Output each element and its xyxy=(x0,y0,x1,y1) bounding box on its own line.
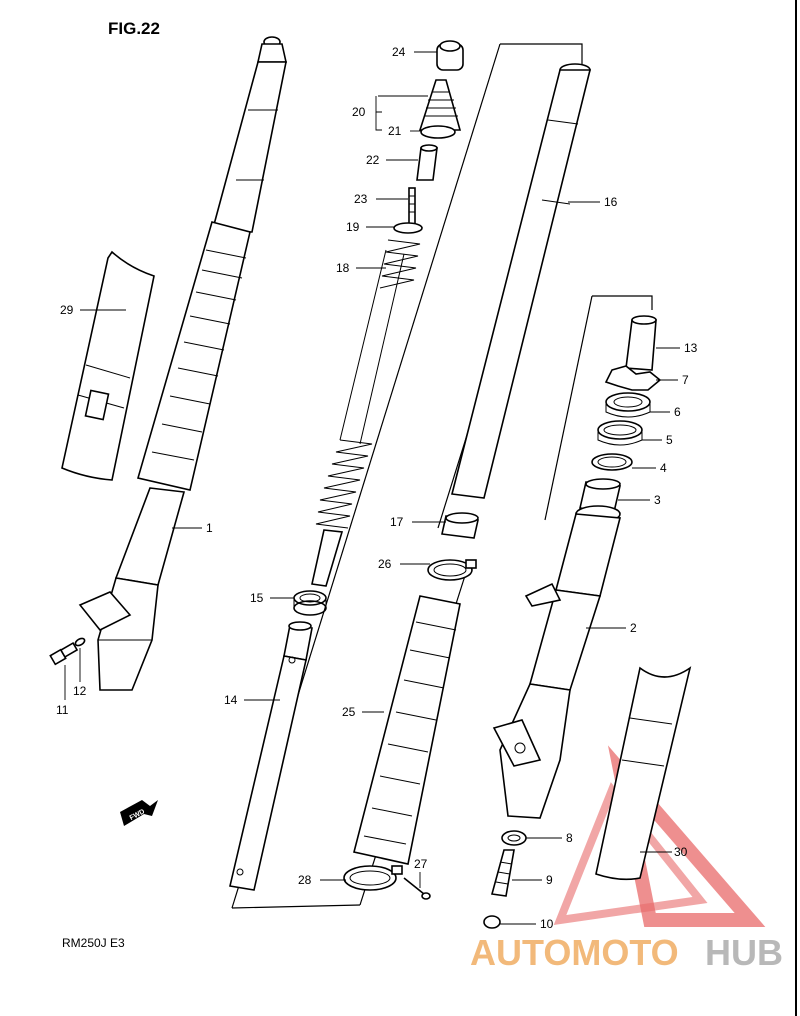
part-16-inner-tube xyxy=(451,63,592,499)
label-10: 10 xyxy=(540,917,554,931)
watermark-text-a: AUTOMOTO xyxy=(470,932,679,973)
label-19: 19 xyxy=(346,220,360,234)
part-13-spacer xyxy=(625,315,657,371)
part-5-stopper-ring xyxy=(597,420,643,446)
part-29-fork-guard xyxy=(61,250,155,481)
part-2-outer-tube xyxy=(492,505,622,819)
label-14: 14 xyxy=(224,693,238,707)
part-24-cap xyxy=(436,40,464,71)
part-15-ring xyxy=(293,590,327,616)
figure-title: FIG.22 xyxy=(108,19,160,38)
part-14-cylinder xyxy=(229,621,313,891)
part-22-collar xyxy=(416,144,438,181)
part-20-cap-bolt xyxy=(418,79,462,131)
label-9: 9 xyxy=(546,873,553,887)
group-frame-top xyxy=(500,43,583,66)
label-4: 4 xyxy=(660,461,667,475)
label-6: 6 xyxy=(674,405,681,419)
label-8: 8 xyxy=(566,831,573,845)
part-25-dust-boot xyxy=(353,595,461,865)
part-28-clamp xyxy=(343,865,403,891)
part-21-o-ring xyxy=(420,125,456,139)
group-frame-b-left xyxy=(544,295,593,521)
label-20: 20 xyxy=(352,105,366,119)
part-19-washer xyxy=(393,222,423,234)
label-1: 1 xyxy=(206,521,213,535)
label-29: 29 xyxy=(60,303,74,317)
label-30: 30 xyxy=(674,845,688,859)
label-12: 12 xyxy=(73,684,87,698)
part-26-clamp xyxy=(427,559,477,581)
label-5: 5 xyxy=(666,433,673,447)
group-frame-bottom xyxy=(231,904,361,909)
label-13: 13 xyxy=(684,341,698,355)
label-11: 11 xyxy=(56,703,69,717)
label-15: 15 xyxy=(250,591,264,605)
model-code: RM250J E3 xyxy=(62,936,125,950)
forward-direction-arrow-icon: FWD xyxy=(120,800,158,826)
group-frame-b-top xyxy=(592,295,653,310)
part-27-screw xyxy=(403,877,431,900)
label-16: 16 xyxy=(604,195,618,209)
part-11-bolt xyxy=(49,641,79,666)
label-18: 18 xyxy=(336,261,350,275)
part-1-fork-assembly xyxy=(78,36,287,691)
part-17-bushing xyxy=(441,512,479,539)
part-9-bolt xyxy=(490,849,515,897)
label-7: 7 xyxy=(682,373,689,387)
label-22: 22 xyxy=(366,153,380,167)
label-25: 25 xyxy=(342,705,356,719)
part-7-washer xyxy=(604,365,662,391)
part-8-washer xyxy=(501,830,527,846)
label-2: 2 xyxy=(630,621,637,635)
label-24: 24 xyxy=(392,45,406,59)
part-23-rod-end xyxy=(408,187,416,225)
label-27: 27 xyxy=(414,857,428,871)
callout-labels: 1 2 3 4 5 6 7 8 9 10 11 12 13 14 15 16 1… xyxy=(56,45,698,931)
part-18-spring xyxy=(311,239,421,587)
label-26: 26 xyxy=(378,557,392,571)
watermark-triangle-inner-icon xyxy=(553,782,708,925)
watermark-text-b: HUB xyxy=(705,932,783,973)
label-3: 3 xyxy=(654,493,661,507)
label-21: 21 xyxy=(388,124,402,138)
part-10-gasket xyxy=(483,915,501,929)
label-23: 23 xyxy=(354,192,368,206)
part-6-oil-seal xyxy=(605,392,651,418)
label-28: 28 xyxy=(298,873,312,887)
label-17: 17 xyxy=(390,515,404,529)
part-30-fork-guard xyxy=(595,666,692,881)
leader-lines xyxy=(64,51,680,925)
part-4-washer xyxy=(591,453,633,471)
part-12-washer xyxy=(74,637,86,647)
